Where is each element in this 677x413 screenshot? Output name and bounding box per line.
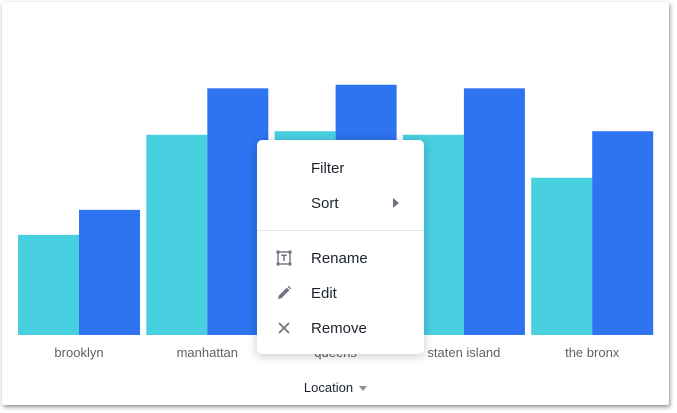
x-tick-label: brooklyn bbox=[54, 345, 103, 360]
bar-the-bronx-series-2[interactable] bbox=[592, 131, 654, 335]
bar-brooklyn-series-1[interactable] bbox=[18, 234, 79, 335]
x-axis-title: Location bbox=[303, 380, 354, 395]
bar-brooklyn-series-2[interactable] bbox=[79, 209, 140, 335]
menu-item-label: Remove bbox=[311, 319, 367, 337]
menu-item-label: Sort bbox=[311, 194, 339, 212]
bar-staten-island-series-2[interactable] bbox=[463, 88, 525, 335]
context-menu: Filter Sort Rename bbox=[257, 140, 424, 354]
submenu-arrow-icon bbox=[393, 198, 399, 208]
x-axis-title-button[interactable]: Location bbox=[2, 380, 669, 395]
menu-item-edit[interactable]: Edit bbox=[257, 276, 424, 310]
menu-item-label: Filter bbox=[311, 159, 345, 177]
menu-item-label: Rename bbox=[311, 249, 368, 267]
chart-frame: brooklynmanhattanqueensstaten islandthe … bbox=[2, 2, 669, 405]
x-tick-label: the bronx bbox=[565, 345, 620, 360]
menu-item-rename[interactable]: Rename bbox=[257, 241, 424, 275]
menu-item-remove[interactable]: Remove bbox=[257, 311, 424, 345]
x-tick-label: staten island bbox=[427, 345, 500, 360]
chevron-down-icon bbox=[359, 386, 368, 392]
menu-item-label: Edit bbox=[311, 284, 337, 302]
close-icon bbox=[275, 319, 293, 337]
menu-item-sort[interactable]: Sort bbox=[257, 186, 424, 220]
bar-manhattan-series-1[interactable] bbox=[146, 134, 208, 335]
bar-the-bronx-series-1[interactable] bbox=[531, 177, 593, 335]
x-tick-label: manhattan bbox=[177, 345, 238, 360]
menu-item-filter[interactable]: Filter bbox=[257, 151, 424, 185]
rename-text-icon bbox=[275, 249, 293, 267]
pencil-icon bbox=[275, 284, 293, 302]
menu-divider bbox=[257, 230, 424, 231]
